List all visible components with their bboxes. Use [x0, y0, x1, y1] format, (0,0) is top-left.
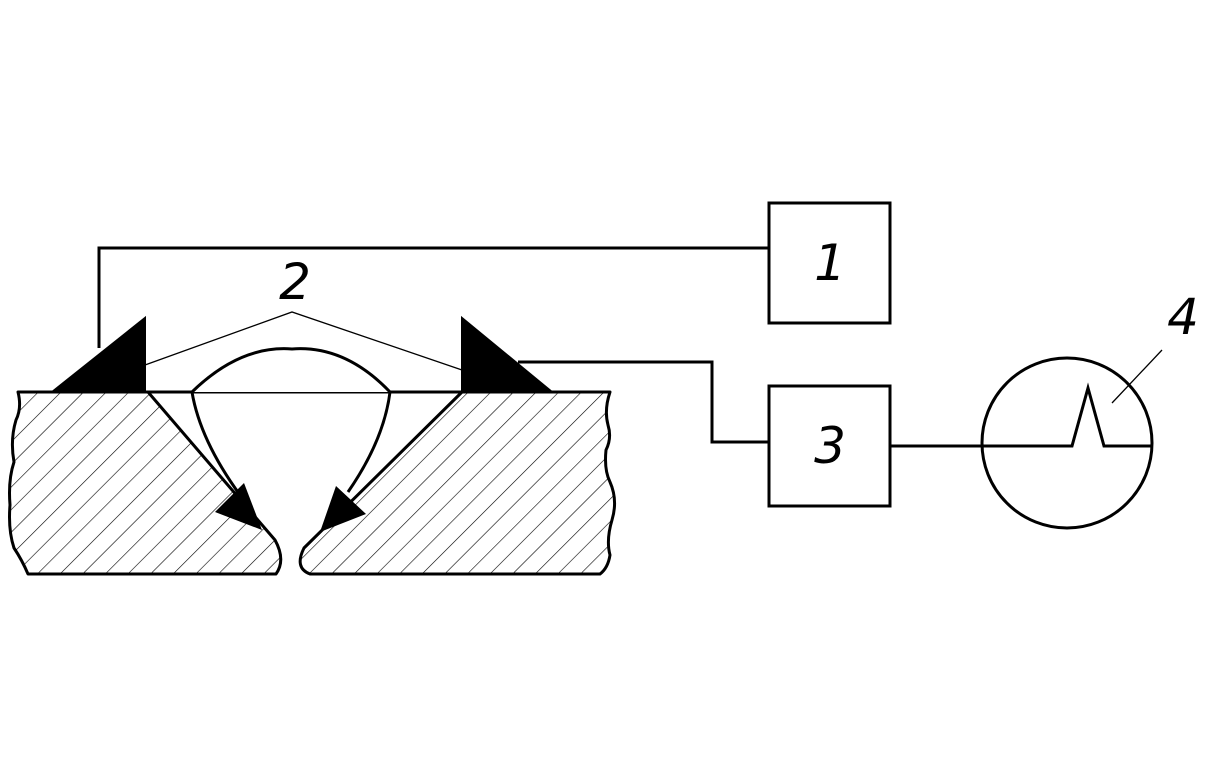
scope-trace: [983, 382, 1152, 448]
wire-left-probe-to-1: [97, 246, 770, 348]
left-probe: [49, 315, 146, 393]
wire-right-probe-to-3: [518, 360, 770, 444]
probes-leader-line: [144, 311, 463, 371]
probes-label: 2: [279, 253, 311, 311]
left-beam-arrow: [190, 391, 242, 496]
right-probe: [461, 315, 555, 393]
weld-bead: [190, 347, 392, 394]
left-beam-arrowhead: [215, 483, 262, 530]
block-3: [767, 384, 892, 508]
right-plate: [298, 390, 617, 576]
scope-display: [980, 356, 1154, 530]
right-beam-arrowhead: [320, 486, 366, 532]
block-1: [767, 201, 892, 325]
left-plate: [8, 390, 283, 576]
right-beam-arrow: [346, 391, 392, 493]
block-1-label: 1: [814, 234, 846, 292]
scope-leader-line: [1111, 349, 1163, 404]
block-3-label: 3: [814, 417, 846, 475]
scope-label: 4: [1167, 288, 1199, 346]
